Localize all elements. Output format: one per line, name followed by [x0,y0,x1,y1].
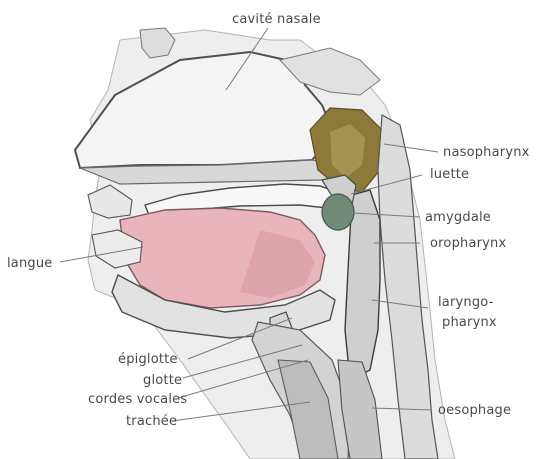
label-oesophage: oesophage [438,403,511,418]
label-cavite-nasale: cavité nasale [232,12,321,27]
label-epiglotte: épiglotte [118,352,178,367]
label-nasopharynx: nasopharynx [443,145,530,160]
label-oropharynx: oropharynx [430,236,507,251]
label-luette: luette [430,167,469,182]
tonsil [322,194,354,230]
label-laryngopharynx-line2: pharynx [442,315,497,330]
label-trachee: trachée [126,414,177,429]
label-amygdale: amygdale [425,210,491,225]
label-cordes-vocales: cordes vocales [88,392,187,407]
label-langue: langue [7,256,53,271]
label-glotte: glotte [143,373,182,388]
label-laryngopharynx-line1: laryngo- [438,295,494,310]
